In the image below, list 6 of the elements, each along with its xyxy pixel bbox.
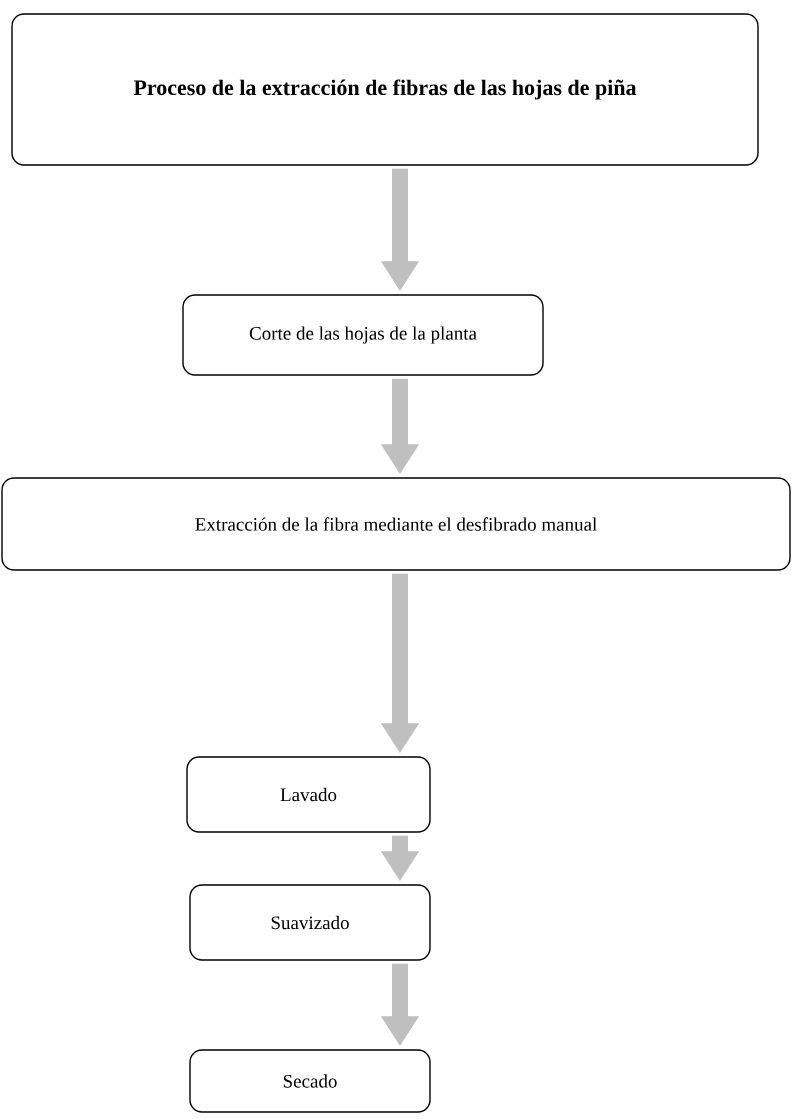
process-box: Extracción de la fibra mediante el desfibrado manual — [1, 477, 791, 571]
process-box: Corte de las hojas de la planta — [182, 294, 544, 376]
process-box: Proceso de la extracción de fibras de las hojas de piña — [11, 13, 759, 166]
process-box: Lavado — [186, 756, 431, 833]
process-box: Secado — [189, 1049, 431, 1113]
process-box: Suavizado — [189, 884, 431, 961]
